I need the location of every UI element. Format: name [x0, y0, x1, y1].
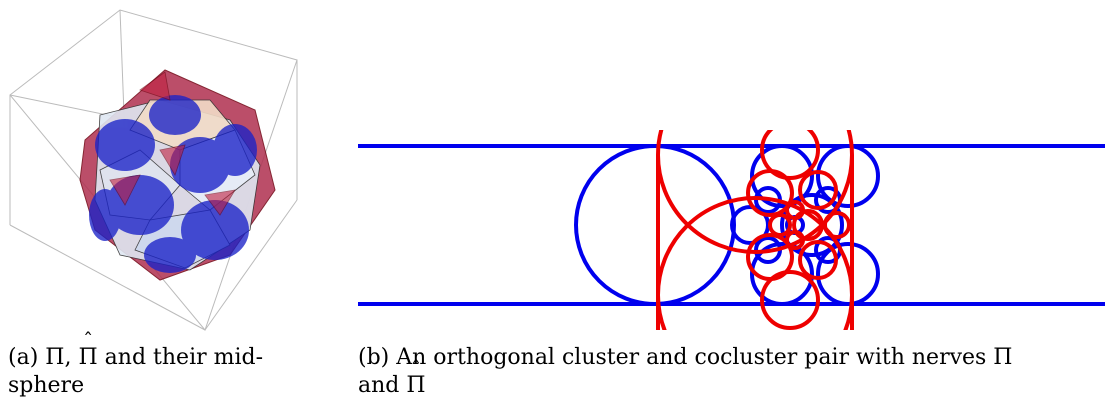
- caption-b-pi-hat: Π: [406, 354, 425, 400]
- caption-a-rest: and their mid-: [104, 345, 264, 370]
- caption-b: (b) An orthogonal cluster and cocluster …: [358, 344, 1103, 400]
- circle-packing-figure: [358, 130, 1105, 330]
- caption-a-label: (a): [8, 345, 39, 370]
- caption-a-line2: sphere: [8, 373, 85, 398]
- caption-a-pi: Π,: [45, 345, 72, 370]
- red-circles: [656, 130, 854, 330]
- panel-b: (b) An orthogonal cluster and cocluster …: [340, 0, 1107, 411]
- caption-b-line1: An orthogonal cluster and cocluster pair…: [396, 345, 1013, 370]
- polyhedron-figure: [9, 9, 298, 332]
- caption-b-label: (b): [358, 345, 390, 370]
- panel-a: (a) Π, Π and their mid- sphere: [0, 0, 330, 411]
- midsphere-caps: [89, 95, 257, 273]
- caption-a: (a) Π, Π and their mid- sphere: [8, 326, 308, 400]
- caption-a-pi-hat: Π: [78, 326, 97, 372]
- red-triangles: [109, 71, 236, 216]
- caption-b-line2-prefix: and: [358, 373, 400, 398]
- blue-circles: [574, 144, 880, 306]
